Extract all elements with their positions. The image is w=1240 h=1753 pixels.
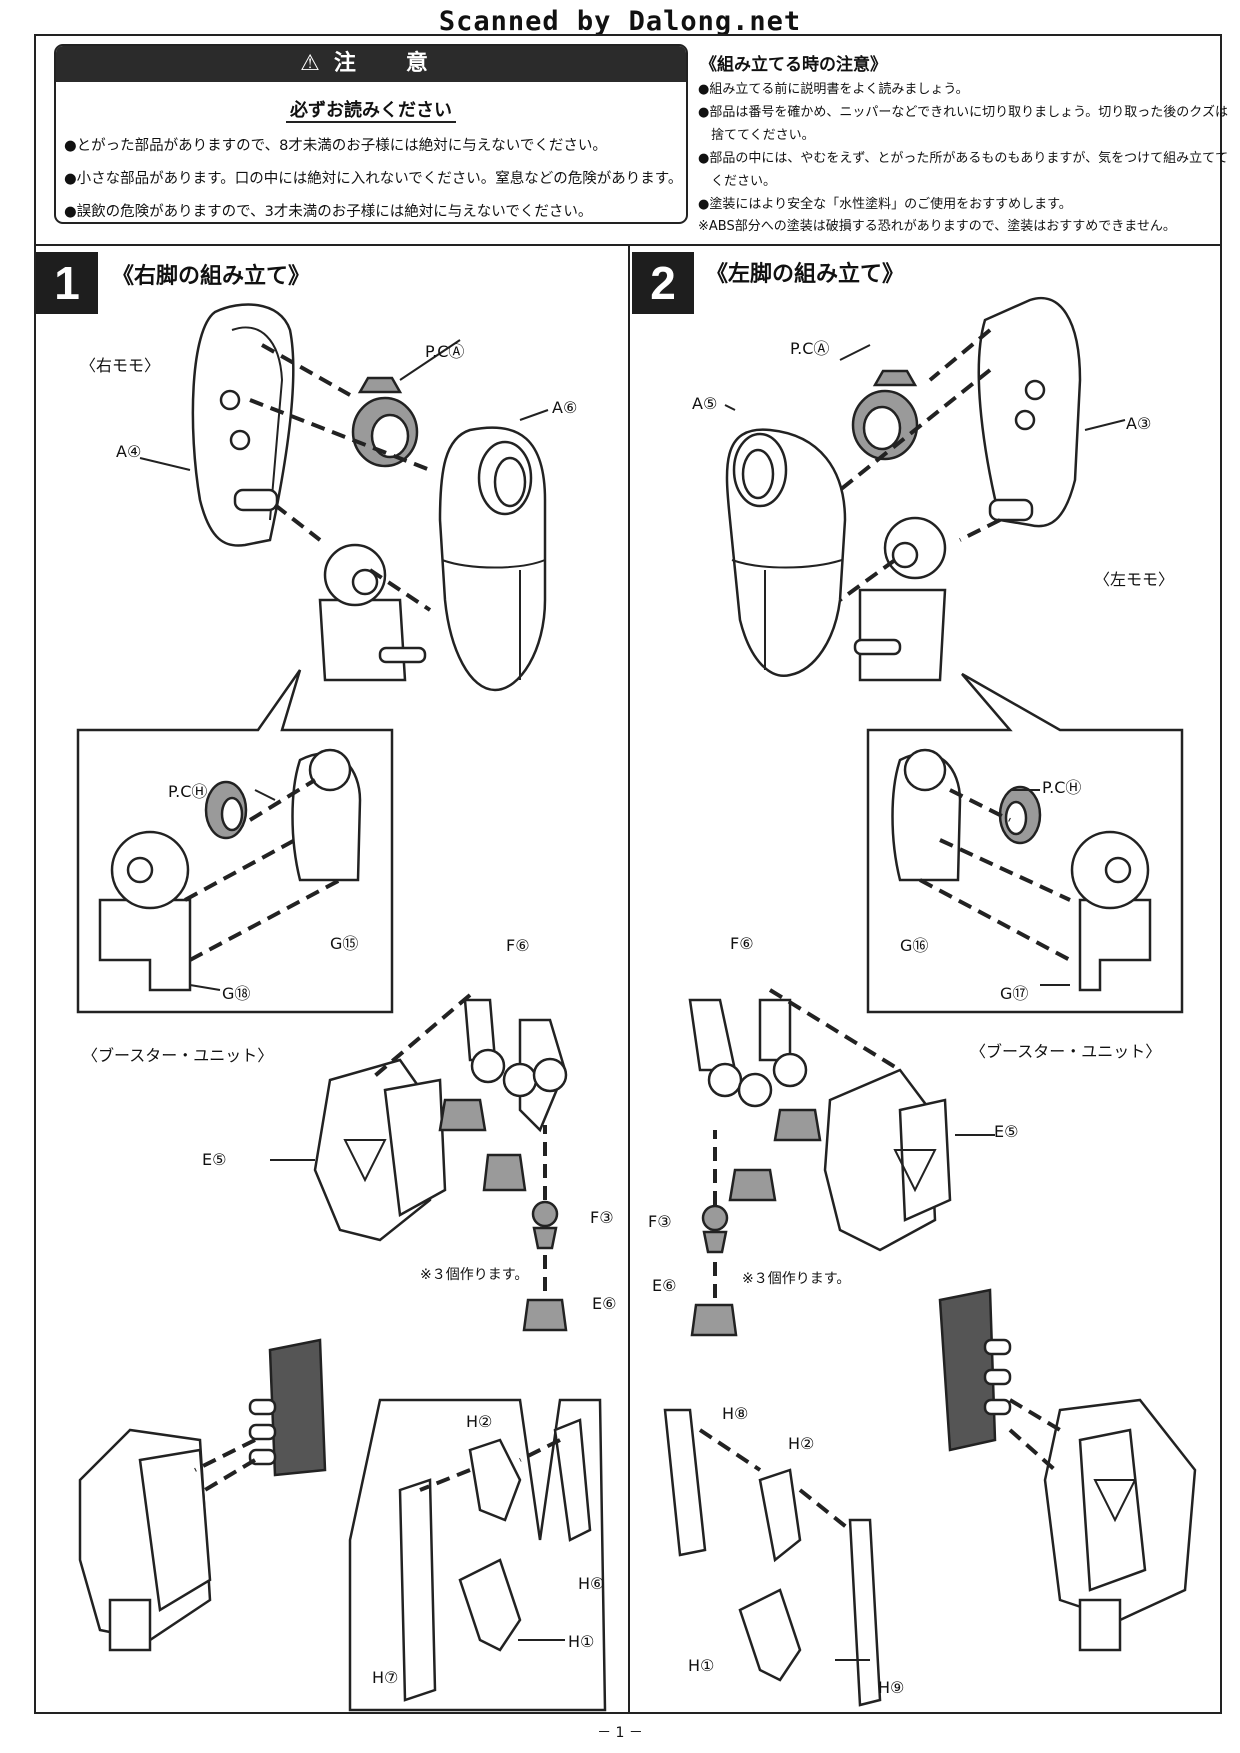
step-1-number: 1 bbox=[36, 252, 98, 314]
part-label: H① bbox=[688, 1656, 715, 1675]
step-2-bottom bbox=[663, 1288, 1197, 1707]
part-label: F⑥ bbox=[506, 936, 530, 955]
caution-item: ●とがった部品がありますので、8才未満のお子様には絶対に与えないでください。 bbox=[64, 138, 607, 154]
part-label: G⑰ bbox=[1000, 984, 1029, 1003]
caution-header: ⚠ 注 意 bbox=[56, 46, 686, 82]
caution-subtitle: 必ずお読みください bbox=[56, 96, 686, 123]
part-label: H⑦ bbox=[372, 1668, 399, 1687]
step-1-bottom bbox=[78, 1338, 607, 1712]
step-1-inset bbox=[76, 669, 394, 1014]
part-label: P.CⒽ bbox=[168, 782, 208, 801]
group-label-left-thigh: 〈左モモ〉 bbox=[1094, 570, 1175, 589]
group-label-booster-unit: 〈ブースター・ユニット〉 bbox=[82, 1046, 274, 1065]
step-1-booster bbox=[270, 993, 568, 1332]
part-label: H② bbox=[788, 1434, 815, 1453]
part-label: E⑥ bbox=[652, 1276, 677, 1295]
part-label: P.CⒽ bbox=[1042, 778, 1082, 797]
part-label: F③ bbox=[590, 1208, 614, 1227]
part-label: P.CⒶ bbox=[790, 339, 830, 358]
assembly-note: ●組み立てる前に説明書をよく読みましょう。 bbox=[698, 82, 969, 97]
assembly-note: ●塗装にはより安全な「水性塗料」のご使用をおすすめします。 bbox=[698, 197, 1072, 212]
step-2-inset bbox=[866, 672, 1184, 1014]
left-thigh-illustration bbox=[724, 297, 1126, 682]
assembly-note: ●部品は番号を確かめ、ニッパーなどできれいに切り取りましょう。切り取った後のクズ… bbox=[698, 105, 1229, 120]
group-label-booster-unit: 〈ブースター・ユニット〉 bbox=[970, 1042, 1162, 1061]
part-label: P.CⒶ bbox=[425, 342, 465, 361]
warning-triangle-icon: ⚠ bbox=[300, 51, 320, 76]
part-label: F③ bbox=[648, 1212, 672, 1231]
step-2-title: 《左脚の組み立て》 bbox=[706, 262, 905, 287]
page-number: － 1 － bbox=[597, 1725, 643, 1741]
right-thigh-illustration bbox=[139, 303, 549, 692]
scanner-watermark: Scanned by Dalong.net bbox=[438, 6, 802, 37]
part-label: A④ bbox=[116, 442, 142, 461]
part-label: E⑤ bbox=[994, 1122, 1019, 1141]
assembly-note: ●部品の中には、やむをえず、とがった所があるものもありますが、気をつけて組み立て… bbox=[698, 151, 1229, 166]
assembly-note: ※ABS部分への塗装は破損する恐れがありますので、塗装はおすすめできません。 bbox=[698, 219, 1176, 234]
caution-box: ⚠ 注 意 必ずお読みください ●とがった部品がありますので、8才未満のお子様には… bbox=[54, 44, 688, 224]
assembly-note: ください。 bbox=[698, 174, 777, 189]
part-label: F⑥ bbox=[730, 934, 754, 953]
part-label: H⑨ bbox=[878, 1678, 905, 1697]
part-label: H① bbox=[568, 1632, 595, 1651]
part-label: E⑤ bbox=[202, 1150, 227, 1169]
part-label: G⑱ bbox=[222, 984, 251, 1003]
part-label: G⑯ bbox=[900, 936, 929, 955]
part-label: H⑧ bbox=[722, 1404, 749, 1423]
assembly-notes-title: 《組み立てる時の注意》 bbox=[700, 55, 887, 75]
caution-title: 注 意 bbox=[333, 51, 442, 76]
caution-item: ●小さな部品があります。口の中には絶対に入れないでください。窒息などの危険があり… bbox=[64, 171, 683, 187]
make-three-note: ※３個作ります。 bbox=[742, 1271, 851, 1287]
step-2-booster bbox=[688, 988, 995, 1337]
part-label: G⑮ bbox=[330, 934, 359, 953]
group-label-right-thigh: 〈右モモ〉 bbox=[80, 356, 161, 375]
step-2-number: 2 bbox=[632, 252, 694, 314]
part-label: A⑤ bbox=[692, 394, 718, 413]
caution-item: ●誤飲の危険がありますので、3才未満のお子様には絶対に与えないでください。 bbox=[64, 204, 593, 220]
part-label: A③ bbox=[1126, 414, 1152, 433]
make-three-note: ※３個作ります。 bbox=[420, 1267, 529, 1283]
part-label: H② bbox=[466, 1412, 493, 1431]
step-1-title: 《右脚の組み立て》 bbox=[112, 264, 311, 289]
column-divider bbox=[628, 244, 630, 1714]
part-label: A⑥ bbox=[552, 398, 578, 417]
part-label: E⑥ bbox=[592, 1294, 617, 1313]
assembly-note: 捨ててください。 bbox=[698, 128, 815, 143]
part-label: H⑥ bbox=[578, 1574, 605, 1593]
